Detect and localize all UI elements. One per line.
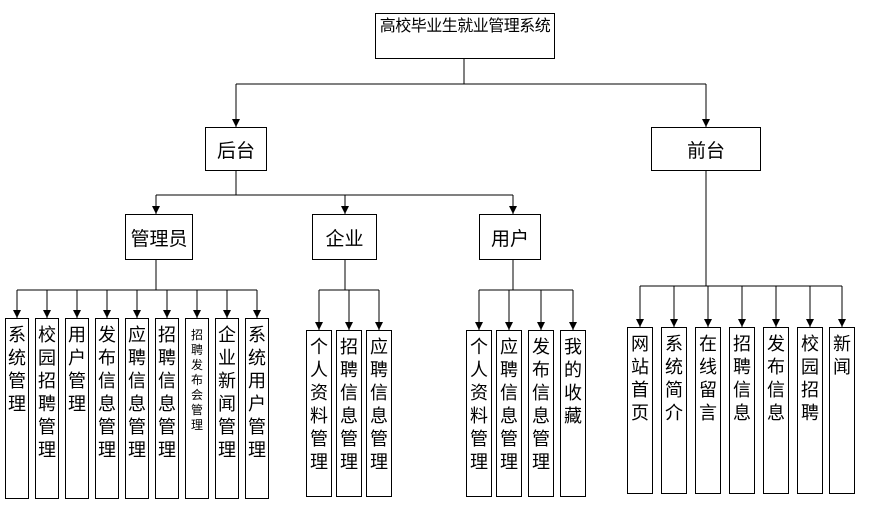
admin-leaf: 招聘信息管理	[155, 318, 179, 499]
arrowhead	[193, 310, 201, 318]
frontend-node: 前台	[651, 127, 761, 171]
arrowhead	[13, 310, 21, 318]
admin-leaf: 发布信息管理	[95, 318, 119, 499]
arrowhead	[163, 310, 171, 318]
arrowhead	[569, 322, 577, 330]
user-leaf: 个人资料管理	[466, 330, 492, 497]
arrowhead	[636, 319, 644, 327]
arrowhead	[73, 310, 81, 318]
admin-leaf: 系统用户管理	[245, 318, 269, 499]
arrowhead	[232, 119, 240, 127]
arrowhead	[341, 206, 349, 214]
arrowhead	[103, 310, 111, 318]
arrowhead	[375, 322, 383, 330]
arrowhead	[806, 319, 814, 327]
admin-leaf: 企业新闻管理	[215, 318, 239, 499]
user-leaf: 应聘信息管理	[496, 330, 522, 497]
root-node: 高校毕业生就业管理系统	[375, 13, 555, 59]
company-node: 企业	[312, 214, 377, 260]
admin-leaf: 应聘信息管理	[125, 318, 149, 499]
company-leaf: 招聘信息管理	[336, 330, 362, 497]
arrowhead	[670, 319, 678, 327]
arrowhead	[838, 319, 846, 327]
company-leaf: 应聘信息管理	[366, 330, 392, 497]
backend-node: 后台	[205, 127, 267, 171]
arrowhead	[253, 310, 261, 318]
admin-node: 管理员	[125, 214, 193, 260]
arrowhead	[475, 322, 483, 330]
arrowhead	[223, 310, 231, 318]
arrowhead	[345, 322, 353, 330]
arrowhead	[537, 322, 545, 330]
arrowhead	[772, 319, 780, 327]
company-leaf: 个人资料管理	[306, 330, 332, 497]
user-leaf: 我的收藏	[560, 330, 586, 497]
user-leaf: 发布信息管理	[528, 330, 554, 497]
frontend-leaf: 新闻	[829, 327, 855, 494]
admin-leaf: 招聘发布会管理	[185, 318, 209, 499]
arrowhead	[738, 319, 746, 327]
arrowhead	[702, 119, 710, 127]
frontend-leaf: 招聘信息	[729, 327, 755, 494]
arrowhead	[509, 206, 517, 214]
arrowhead	[704, 319, 712, 327]
arrowhead	[133, 310, 141, 318]
admin-leaf: 系统管理	[5, 318, 29, 499]
arrowhead	[43, 310, 51, 318]
frontend-leaf: 系统简介	[661, 327, 687, 494]
user-node: 用户	[479, 214, 541, 260]
frontend-leaf: 在线留言	[695, 327, 721, 494]
frontend-leaf: 发布信息	[763, 327, 789, 494]
admin-leaf: 用户管理	[65, 318, 89, 499]
arrowhead	[505, 322, 513, 330]
arrowhead	[152, 206, 160, 214]
admin-leaf: 校园招聘管理	[35, 318, 59, 499]
frontend-leaf: 网站首页	[627, 327, 653, 494]
frontend-leaf: 校园招聘	[797, 327, 823, 494]
arrowhead	[315, 322, 323, 330]
